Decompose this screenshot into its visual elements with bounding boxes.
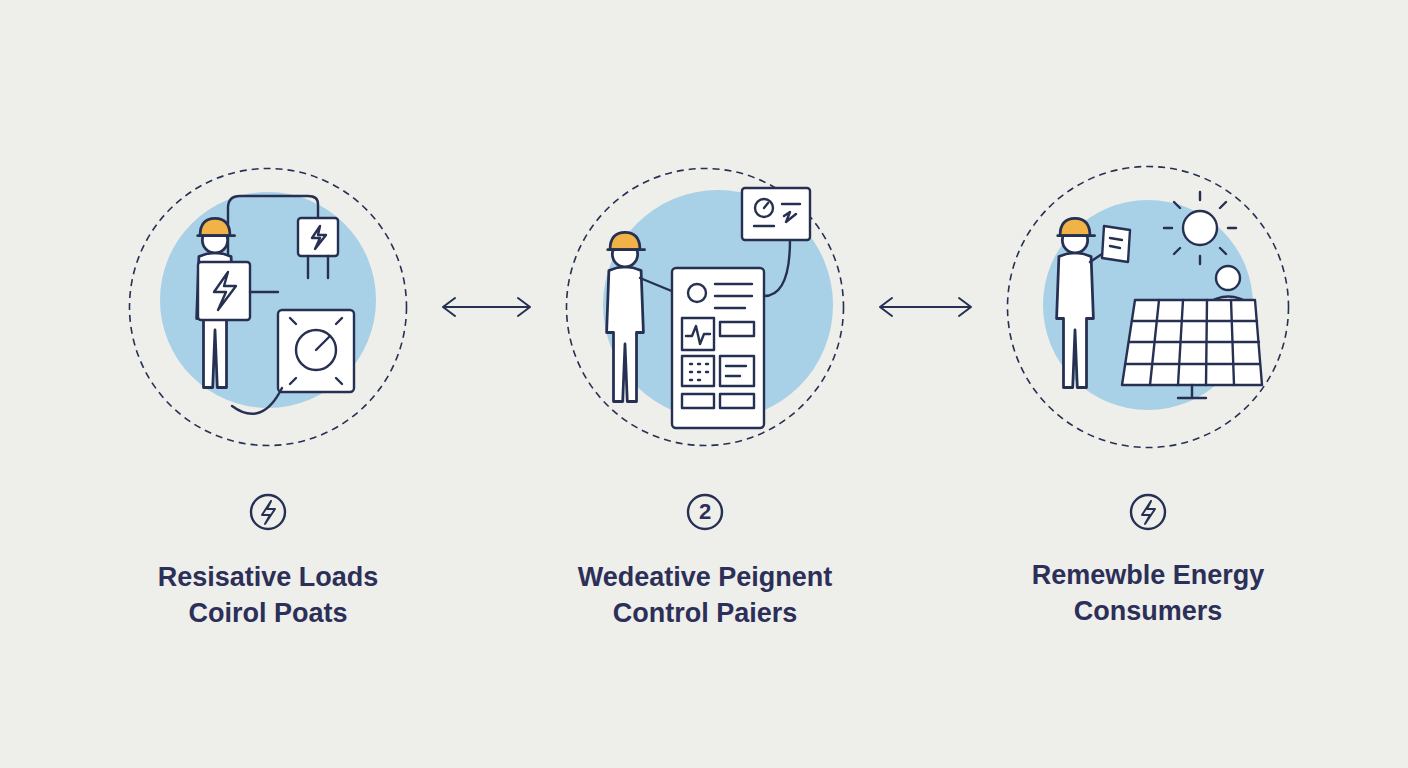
meter-box (278, 310, 354, 392)
lightning-symbol (1142, 501, 1155, 524)
dashed-ring (567, 169, 844, 446)
panel-keypad (682, 356, 714, 386)
monitor-marks (754, 203, 800, 226)
plug-prongs (308, 256, 328, 278)
step-caption: Resisative Loads Coirol Poats (133, 559, 403, 631)
document-lines (1110, 238, 1122, 248)
circle-outline (128, 167, 408, 447)
person-head (1216, 266, 1240, 290)
blue-disk (160, 192, 376, 408)
sun-rays (1164, 192, 1236, 264)
dashed-ring (130, 169, 407, 446)
step-icon (251, 495, 285, 529)
lightning-symbol (262, 501, 275, 524)
panel-lines (715, 284, 752, 308)
panel-button (682, 394, 714, 408)
callout-number: 2 (665, 498, 745, 526)
worker-figure (1057, 218, 1095, 387)
panel-readout (720, 356, 754, 386)
panel-button (720, 394, 754, 408)
keypad-dots (690, 364, 708, 380)
lightning-symbol (214, 272, 236, 310)
plug-body (298, 218, 338, 256)
step-title: Resisative Loads Coirol Poats (133, 559, 403, 631)
panel-screen (682, 318, 714, 350)
lightning-symbol (312, 226, 326, 249)
worker-arm (640, 278, 674, 292)
dashed-ring (1008, 167, 1289, 448)
control-panel (672, 268, 764, 428)
panel-knob (688, 284, 706, 302)
double-arrow (443, 298, 530, 316)
wire (232, 388, 282, 414)
step-caption: Wedeative Peignent Control Paiers (545, 559, 865, 631)
panel-lines (726, 366, 746, 376)
wire (764, 240, 790, 296)
solar-panel (1122, 300, 1262, 385)
sun (1183, 211, 1217, 245)
document-sheet (1102, 226, 1130, 262)
meter-needle (290, 318, 342, 384)
wire (250, 291, 278, 293)
panel-display (720, 322, 754, 336)
signal-wave (686, 326, 710, 344)
step-title: Remewble Energy Consumers (1003, 557, 1293, 629)
step-title: Wedeative Peignent Control Paiers (545, 559, 865, 631)
solar-grid (1125, 300, 1260, 385)
panel-stand (1178, 385, 1206, 398)
step-icon (1131, 495, 1165, 529)
monitor-display (742, 188, 810, 240)
double-arrow (880, 298, 971, 316)
power-box (198, 262, 250, 320)
worker-figure (607, 232, 645, 401)
step-caption: Remewble Energy Consumers (1003, 557, 1293, 629)
step-circle: Resisative Loads Coirol Poats (128, 167, 408, 447)
